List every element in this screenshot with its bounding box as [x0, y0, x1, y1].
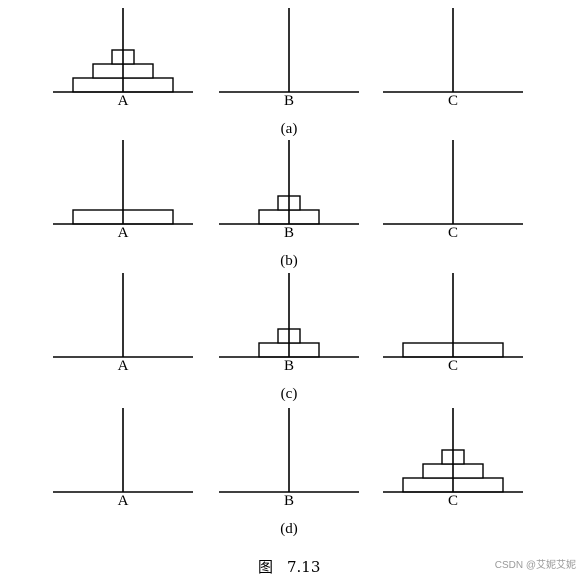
peg-label: B	[284, 93, 294, 109]
panel-label: (d)	[280, 521, 298, 537]
peg-c: C	[383, 140, 523, 241]
peg-label: B	[284, 493, 294, 509]
peg-c: C	[383, 408, 523, 509]
panels-layer: A B C (a) A B C (b) A B C (c) A B C (d)	[53, 8, 523, 537]
peg-label: C	[448, 493, 458, 509]
peg-label: A	[118, 493, 129, 509]
panel-b: A B C (b)	[53, 140, 523, 269]
panel-d: A B C (d)	[53, 408, 523, 537]
peg-label: A	[118, 225, 129, 241]
peg-b: B	[219, 8, 359, 109]
peg-label: A	[118, 358, 129, 374]
peg-b: B	[219, 408, 359, 509]
peg-label: C	[448, 93, 458, 109]
watermark: CSDN @艾妮艾妮	[495, 558, 576, 571]
peg-a: A	[53, 408, 193, 509]
peg-c: C	[383, 273, 523, 374]
peg-label: B	[284, 358, 294, 374]
peg-label: C	[448, 225, 458, 241]
peg-b: B	[219, 273, 359, 374]
panel-c: A B C (c)	[53, 273, 523, 402]
figure-caption-prefix: 图	[258, 558, 273, 575]
peg-label: C	[448, 358, 458, 374]
figure-caption-number: 7.13	[287, 558, 320, 575]
peg-a: A	[53, 273, 193, 374]
peg-a: A	[53, 140, 193, 241]
peg-label: A	[118, 93, 129, 109]
peg-b: B	[219, 140, 359, 241]
panel-label: (a)	[281, 121, 298, 137]
peg-c: C	[383, 8, 523, 109]
panel-label: (c)	[281, 386, 298, 402]
peg-label: B	[284, 225, 294, 241]
panel-a: A B C (a)	[53, 8, 523, 137]
panel-label: (b)	[280, 253, 298, 269]
peg-a: A	[53, 8, 193, 109]
